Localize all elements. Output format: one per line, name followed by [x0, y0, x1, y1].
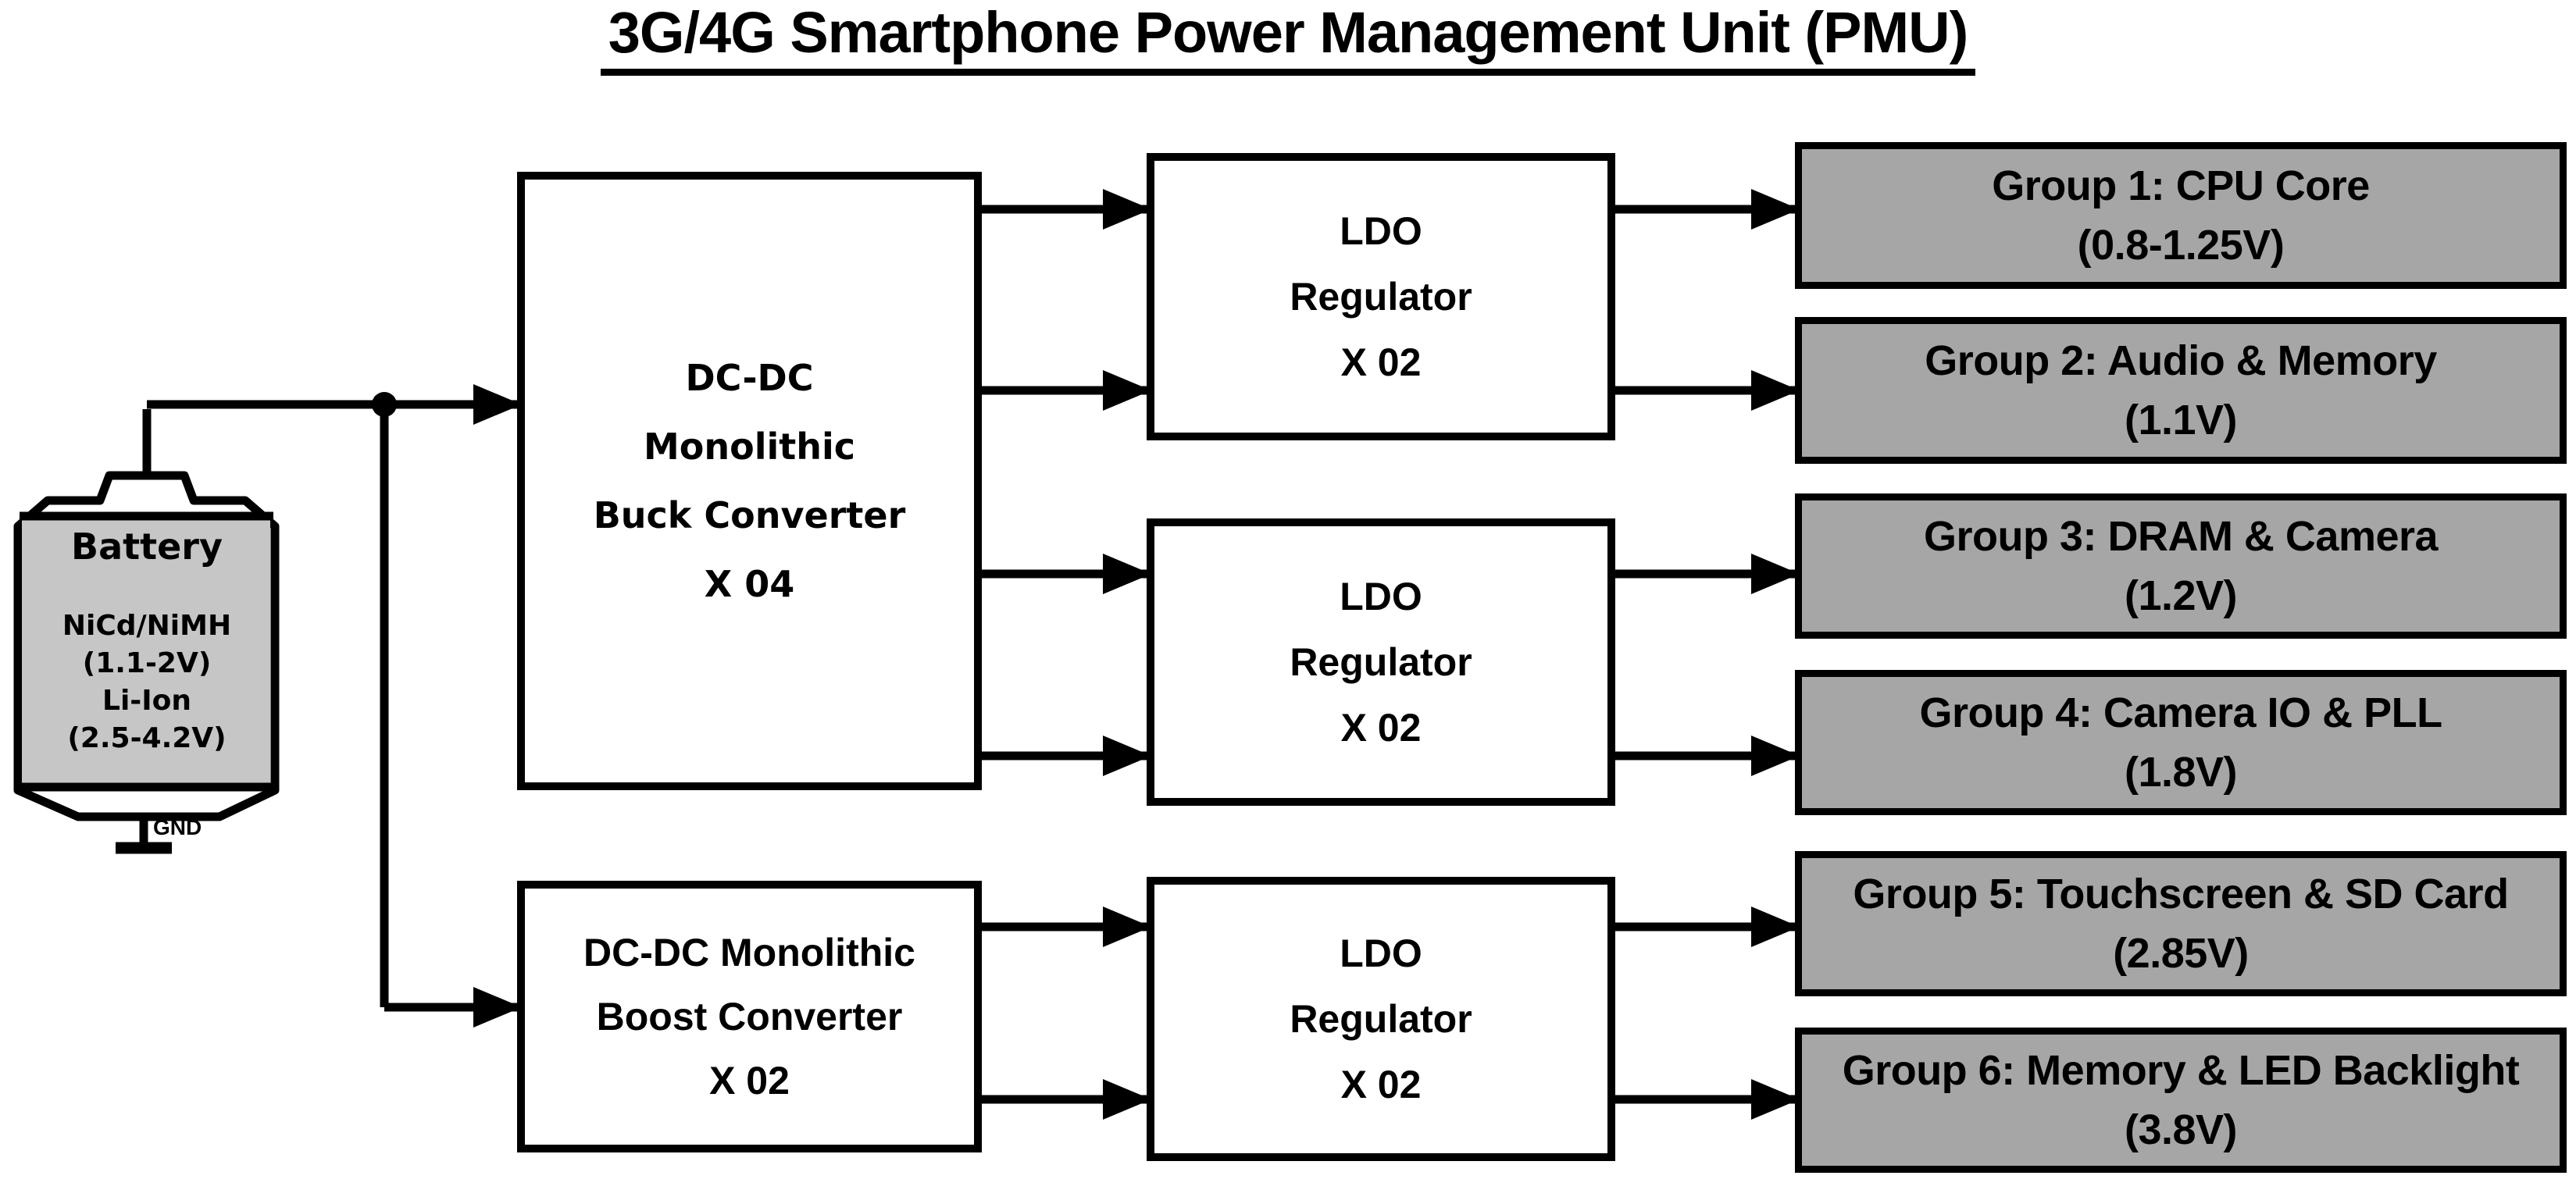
group-name: Group 1: CPU Core	[1992, 162, 2370, 209]
boost-line: DC-DC Monolithic	[583, 931, 915, 974]
ldo-regulator-block-1: LDO Regulator X 02	[1147, 153, 1615, 440]
battery-chemistry: Li-Ion	[102, 685, 191, 717]
ldo-line: LDO	[1340, 575, 1422, 618]
group-voltage: (3.8V)	[2124, 1106, 2238, 1153]
group-block-6: Group 6: Memory & LED Backlight (3.8V)	[1795, 1028, 2567, 1173]
buck-line: Buck Converter	[593, 494, 906, 536]
group-name: Group 4: Camera IO & PLL	[1919, 689, 2442, 736]
group-block-4: Group 4: Camera IO & PLL (1.8V)	[1795, 670, 2567, 815]
ldo-line: Regulator	[1290, 275, 1472, 319]
ldo-line: Regulator	[1290, 640, 1472, 684]
ldo-line: X 02	[1340, 706, 1422, 750]
group-block-5: Group 5: Touchscreen & SD Card (2.85V)	[1795, 851, 2567, 996]
battery-block-text: Battery NiCd/NiMH (1.1-2V) Li-Ion (2.5-4…	[18, 525, 276, 757]
group-name: Group 3: DRAM & Camera	[1923, 513, 2439, 560]
battery-label: Battery	[71, 525, 223, 568]
group-voltage: (2.85V)	[2113, 930, 2249, 977]
group-block-1: Group 1: CPU Core (0.8-1.25V)	[1795, 142, 2567, 289]
ldo-line: LDO	[1340, 209, 1422, 253]
group-block-3: Group 3: DRAM & Camera (1.2V)	[1795, 493, 2567, 639]
group-voltage: (0.8-1.25V)	[2077, 222, 2285, 269]
ground-label: GND	[153, 815, 202, 839]
battery-voltage-range: (1.1-2V)	[82, 647, 212, 679]
ldo-line: LDO	[1340, 931, 1422, 975]
group-name: Group 2: Audio & Memory	[1925, 337, 2437, 384]
ldo-line: X 02	[1340, 340, 1422, 384]
battery-voltage-range: (2.5-4.2V)	[67, 722, 227, 754]
junction-dot	[372, 392, 397, 417]
group-name: Group 6: Memory & LED Backlight	[1842, 1047, 2520, 1094]
group-voltage: (1.8V)	[2124, 749, 2238, 796]
ldo-regulator-block-3: LDO Regulator X 02	[1147, 877, 1615, 1161]
buck-line: DC-DC	[685, 357, 814, 399]
title-row: 3G/4G Smartphone Power Management Unit (…	[0, 0, 2576, 76]
boost-line: Boost Converter	[596, 995, 903, 1038]
ldo-line: Regulator	[1290, 997, 1472, 1041]
buck-line: Monolithic	[643, 426, 856, 468]
buck-converter-block: DC-DC Monolithic Buck Converter X 04	[517, 172, 982, 790]
page-title: 3G/4G Smartphone Power Management Unit (…	[600, 0, 1976, 76]
ldo-line: X 02	[1340, 1063, 1422, 1106]
group-block-2: Group 2: Audio & Memory (1.1V)	[1795, 317, 2567, 464]
boost-converter-block: DC-DC Monolithic Boost Converter X 02	[517, 881, 982, 1152]
group-voltage: (1.2V)	[2124, 572, 2238, 619]
ldo-regulator-block-2: LDO Regulator X 02	[1147, 518, 1615, 806]
buck-line: X 04	[704, 563, 795, 605]
boost-line: X 02	[709, 1059, 790, 1102]
group-voltage: (1.1V)	[2124, 397, 2238, 443]
battery-chemistry: NiCd/NiMH	[62, 610, 232, 642]
group-name: Group 5: Touchscreen & SD Card	[1853, 871, 2509, 917]
